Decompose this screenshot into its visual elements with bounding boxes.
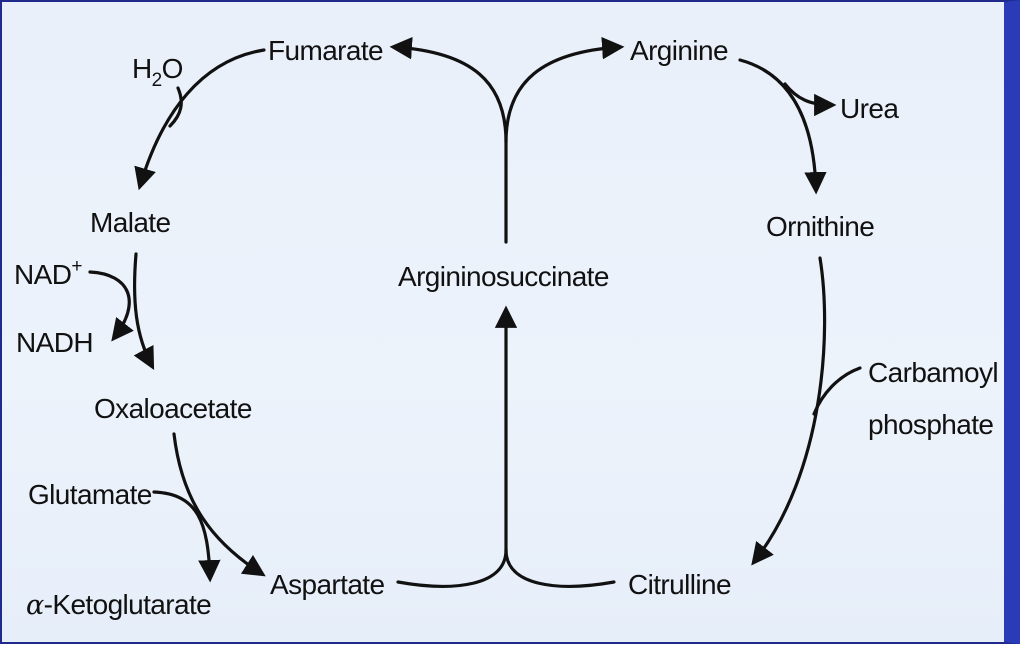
malate-to-oxaloacetate-arrow <box>132 252 155 370</box>
label-arginine: Arginine <box>630 35 728 66</box>
label-nadh: NADH <box>16 327 93 358</box>
label-argininosuccinate: Argininosuccinate <box>398 261 609 292</box>
carbamoyl-phosphate-input <box>812 366 862 416</box>
h2o-input-arrow <box>168 86 183 128</box>
argininosuccinate-to-fumarate-arrow <box>389 36 508 244</box>
label-nad: NAD+ <box>14 256 82 290</box>
label-glutamate: Glutamate <box>28 479 152 510</box>
label-malate: Malate <box>90 207 170 238</box>
label-fumarate: Fumarate <box>268 35 383 66</box>
aspartate-join-line <box>396 548 508 588</box>
argininosuccinate-to-arginine-arrow <box>504 36 625 144</box>
label-urea: Urea <box>840 93 899 124</box>
nad-to-nadh-arrow <box>88 270 134 342</box>
fumarate-to-malate-arrow <box>134 48 266 191</box>
label-aspartate: Aspartate <box>270 569 384 600</box>
arginine-to-ornithine-arrow <box>738 58 827 195</box>
urea-release-arrow <box>783 82 837 117</box>
label-alpha-ketoglutarate: α-Ketoglutarate <box>26 589 211 621</box>
label-carbamoyl: Carbamoyl <box>868 357 998 388</box>
label-citrulline: Citrulline <box>628 569 731 600</box>
citrulline-join-line <box>504 548 616 588</box>
label-ornithine: Ornithine <box>766 211 874 242</box>
glutamate-to-ketoglutarate-arrow <box>152 490 221 583</box>
oxaloacetate-to-aspartate-arrow <box>172 432 266 577</box>
label-phosphate: phosphate <box>868 409 993 440</box>
label-h2o: H2O <box>132 53 183 91</box>
label-oxaloacetate: Oxaloacetate <box>94 393 252 424</box>
